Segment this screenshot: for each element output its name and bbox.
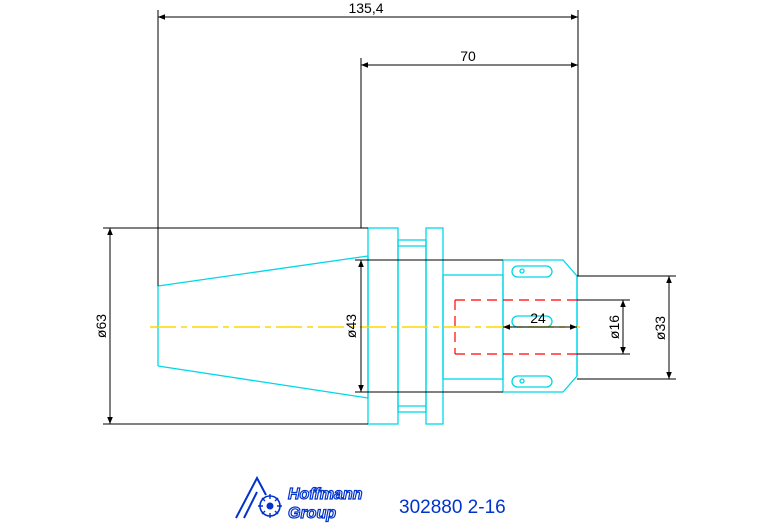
part-number: 302880 2-16: [399, 497, 506, 518]
flange-groove: [397, 239, 427, 413]
tool-holder-outline: [157, 227, 578, 425]
dim-text-bore-depth: 24: [530, 310, 546, 326]
taper-bottom-edge: [157, 365, 369, 399]
dim-text-overall-length: 135,4: [348, 0, 383, 16]
flange-rear: [425, 227, 444, 425]
flange-front: [367, 227, 399, 425]
taper-top-edge: [157, 255, 369, 287]
slot-mark-bottom: [519, 378, 525, 384]
dim-text-nose-diameter: ø33: [652, 316, 668, 340]
slot-mark-top: [519, 268, 525, 274]
nut-slot-top: [511, 265, 553, 278]
dim-text-bore-diameter: ø16: [606, 315, 622, 339]
dim-text-gauge-length: 70: [460, 48, 476, 64]
logo-emblem-icon: [235, 475, 282, 519]
dim-text-taper-diameter: ø43: [343, 314, 359, 338]
logo-text-line2: Group: [288, 505, 336, 522]
nut-slot-bottom: [511, 375, 553, 388]
hoffmann-group-logo: Hoffmann Group: [235, 475, 363, 523]
dim-text-flange-diameter: ø63: [93, 314, 109, 338]
dimension-lines: [103, 10, 676, 425]
hidden-bore: [454, 299, 577, 355]
logo-text-line1: Hoffmann: [288, 486, 363, 503]
